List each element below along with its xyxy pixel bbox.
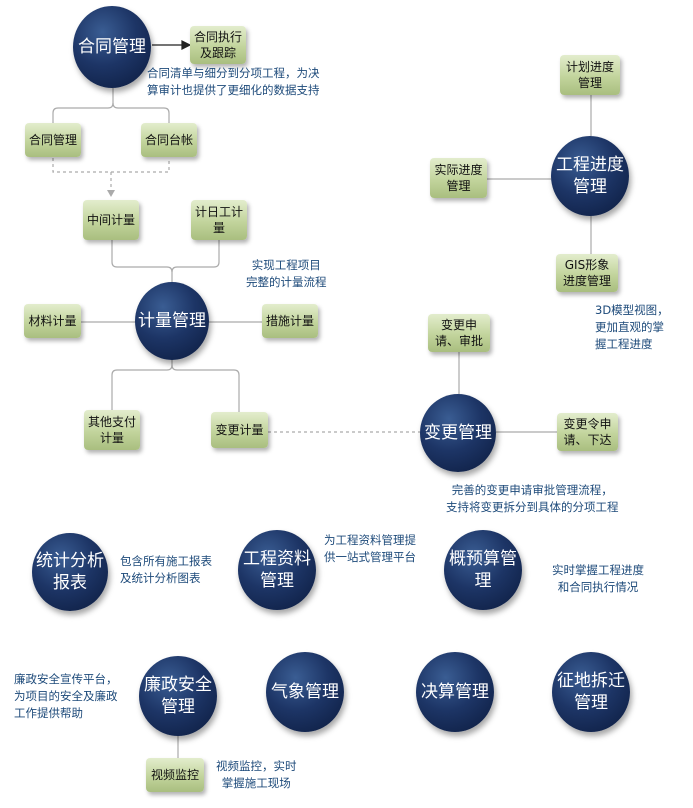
plan-progress-box: 计划进度 管理 [560,55,620,95]
daywork-measure-box: 计日工计 量 [191,200,247,240]
measure-note: 实现工程项目 完整的计量流程 [246,258,327,289]
budget-management-node: 概预算管 理 [444,530,522,610]
video-monitor-box: 视频监控 [146,758,204,792]
contract-mgmt-label: 合同管理 [28,133,77,147]
contract-exec-label: 合同执行 及跟踪 [193,30,242,60]
gis-progress-label: GIS形象 进度管理 [562,258,611,288]
schedule-note: 3D模型视图， 更加直观的掌 握工程进度 [595,303,669,351]
contract-management-node: 合同管理 [73,6,151,88]
actual-progress-box: 实际进度 管理 [430,158,487,198]
land-acquisition-label: 征地拆迁 管理 [557,671,625,713]
contract-management-label: 合同管理 [78,37,146,57]
other-payment-box: 其他支付 计量 [84,410,140,450]
change-apply-box: 变更申 请、审批 [428,314,490,352]
settlement-management-label: 决算管理 [421,682,489,702]
other-payment-label: 其他支付 计量 [87,415,136,445]
change-measure-box: 变更计量 [211,412,268,448]
schedule-management-node: 工程进度 管理 [551,136,629,216]
change-management-node: 变更管理 [420,394,496,472]
budget-management-label: 概预算管 理 [449,549,517,591]
gis-progress-box: GIS形象 进度管理 [556,254,618,292]
measurement-management-node: 计量管理 [135,282,209,360]
measurement-management-label: 计量管理 [138,311,206,331]
change-measure-label: 变更计量 [215,423,264,437]
statistics-report-node: 统计分析 报表 [32,533,108,611]
docs-note: 为工程资料管理提 供一站式管理平台 [324,533,416,564]
plan-progress-label: 计划进度 管理 [565,60,614,90]
measures-measure-label: 措施计量 [265,314,314,328]
contract-ledger-label: 合同台帐 [144,133,193,147]
actual-progress-label: 实际进度 管理 [434,163,483,193]
measures-measure-box: 措施计量 [262,304,318,338]
safety-management-label: 廉政安全 管理 [144,675,212,717]
contract-mgmt-box: 合同管理 [25,123,81,157]
contract-exec-box: 合同执行 及跟踪 [190,26,246,64]
weather-management-node: 气象管理 [266,652,344,732]
video-monitor-label: 视频监控 [150,768,199,782]
engineering-docs-node: 工程资料 管理 [238,530,316,610]
change-apply-label: 变更申 请、审批 [434,318,483,348]
safety-note: 廉政安全宣传平台， 为项目的安全及廉政 工作提供帮助 [14,672,118,720]
interim-measure-box: 中间计量 [83,200,139,240]
contract-note: 合同清单与细分到分项工程，为决 算审计也提供了更细化的数据支持 [147,66,320,97]
change-order-label: 变更令申 请、下达 [563,417,612,447]
material-measure-box: 材料计量 [24,304,81,338]
schedule-management-label: 工程进度 管理 [556,155,624,197]
change-note: 完善的变更申请审批管理流程， 支持将变更拆分到具体的分项工程 [446,483,619,514]
land-acquisition-node: 征地拆迁 管理 [552,652,630,732]
contract-ledger-box: 合同台帐 [141,123,197,157]
interim-measure-label: 中间计量 [86,213,135,227]
safety-management-node: 廉政安全 管理 [139,656,217,736]
budget-note: 实时掌握工程进度 和合同执行情况 [552,563,644,594]
video-note: 视频监控，实时 掌握施工现场 [216,759,297,790]
material-measure-label: 材料计量 [28,314,77,328]
settlement-management-node: 决算管理 [416,652,494,732]
weather-management-label: 气象管理 [271,682,339,702]
daywork-measure-label: 计日工计 量 [194,205,243,235]
change-order-box: 变更令申 请、下达 [557,413,618,451]
engineering-docs-label: 工程资料 管理 [243,549,311,591]
statistics-report-label: 统计分析 报表 [36,551,104,593]
stats-note: 包含所有施工报表 及统计分析图表 [120,554,212,585]
change-management-label: 变更管理 [424,423,492,443]
